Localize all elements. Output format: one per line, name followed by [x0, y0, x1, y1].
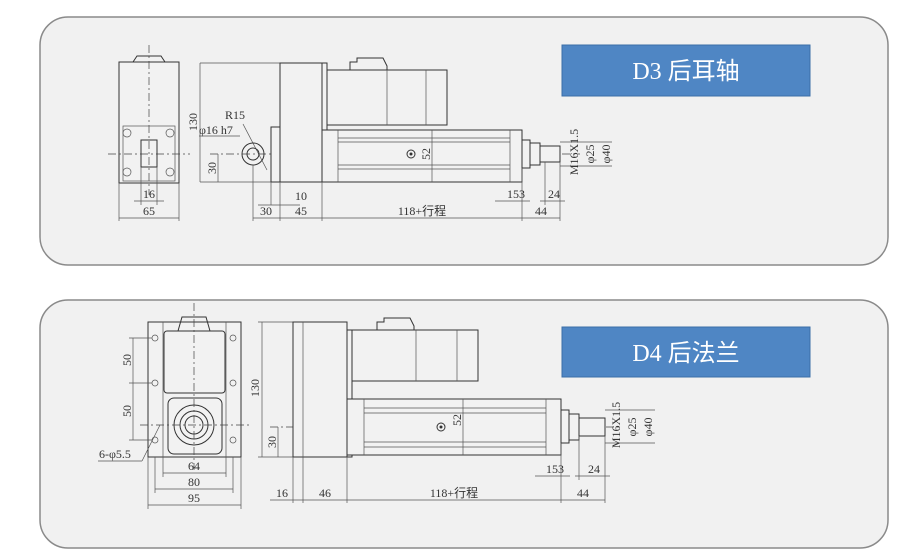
dim-153: 153 [546, 462, 564, 476]
dim-10: 10 [295, 189, 307, 203]
dim-length: 118+行程 [430, 485, 478, 500]
label-box: D3 后耳轴 [561, 44, 811, 97]
end-view: 16 65 [108, 45, 190, 221]
dim-52: 52 [450, 414, 464, 426]
dim-holes: 6-φ5.5 [99, 447, 131, 461]
dim-r15: R15 [225, 108, 245, 122]
panel-d3: D3 后耳轴 16 65 130 30 R15 φ16 h [39, 16, 889, 266]
dim-130: 130 [248, 379, 262, 397]
dim-24: 24 [548, 187, 560, 201]
dim-44: 44 [577, 486, 589, 500]
dim-80: 80 [188, 475, 200, 489]
dim-d25: φ25 [625, 418, 639, 437]
dim-64: 64 [188, 459, 200, 473]
dim-16: 16 [276, 486, 288, 500]
dim-65: 65 [143, 204, 155, 218]
dim-44: 44 [535, 204, 547, 218]
dim-24: 24 [588, 462, 600, 476]
flange-view: 50 50 6-φ5.5 64 80 95 [98, 303, 250, 509]
dim-52: 52 [419, 148, 433, 160]
side-view: 130 30 R15 φ16 h7 52 [186, 57, 613, 221]
dim-50a: 50 [120, 354, 134, 366]
dim-45: 45 [295, 204, 307, 218]
dim-length: 118+行程 [398, 203, 446, 218]
dim-50b: 50 [120, 405, 134, 417]
side-view: 130 30 52 1 [248, 317, 655, 503]
dim-30: 30 [265, 436, 279, 448]
dim-16: 16 [143, 187, 155, 201]
dim-d25: φ25 [583, 145, 597, 164]
label-box: D4 后法兰 [561, 326, 811, 378]
panel-d4: D4 后法兰 50 50 6-φ5.5 64 80 [39, 299, 889, 549]
label-text: D3 后耳轴 [632, 58, 739, 85]
dim-95: 95 [188, 491, 200, 505]
dim-thread: M16X1.5 [609, 402, 623, 448]
dim-30b: 30 [260, 204, 272, 218]
dim-153: 153 [507, 187, 525, 201]
label-text: D4 后法兰 [632, 340, 739, 367]
dim-30: 30 [205, 162, 219, 174]
dim-d40: φ40 [641, 418, 655, 437]
dim-d40: φ40 [599, 145, 613, 164]
dim-130: 130 [186, 113, 200, 131]
dim-46: 46 [319, 486, 331, 500]
dim-thread: M16X1.5 [567, 129, 581, 175]
dim-pin: φ16 h7 [199, 123, 233, 137]
